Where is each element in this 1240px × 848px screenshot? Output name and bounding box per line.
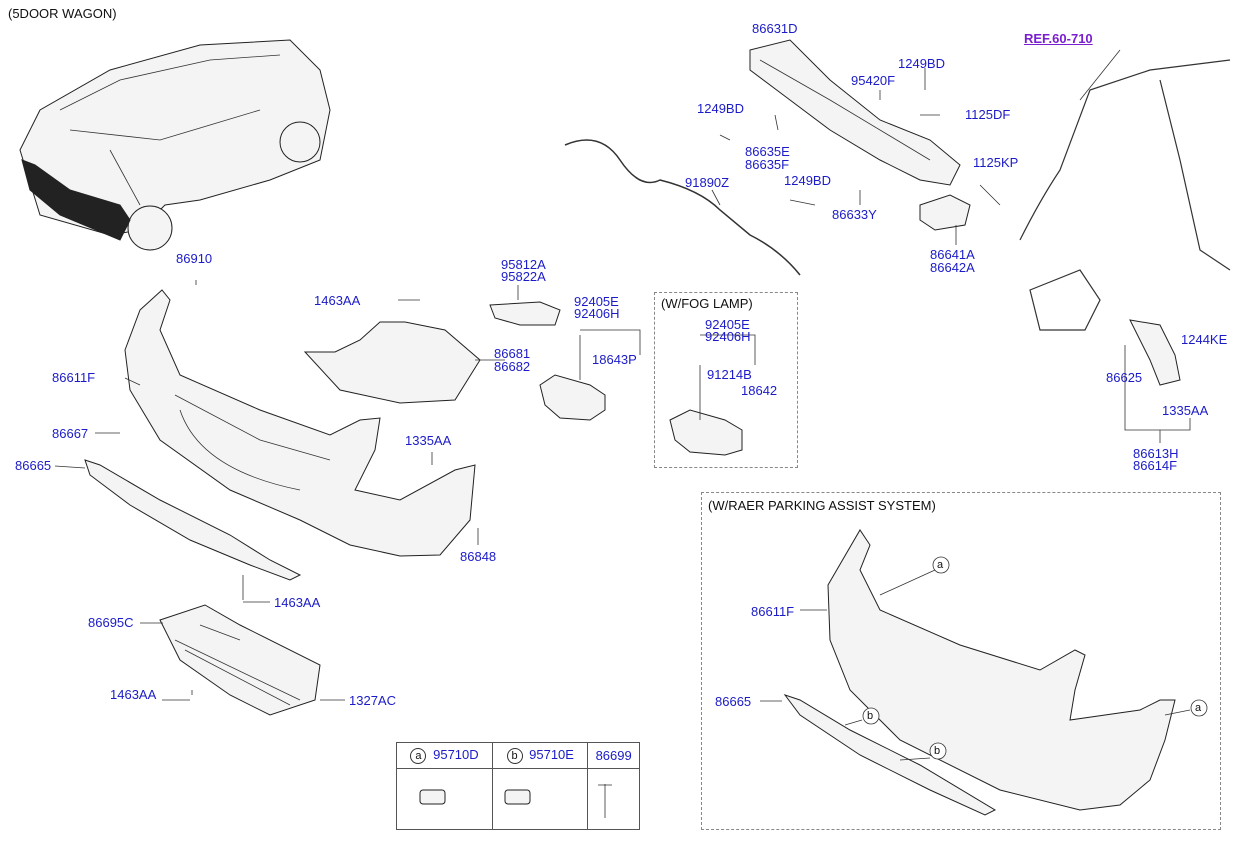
part-label[interactable]: 86625 [1106, 370, 1143, 385]
part-label[interactable]: 86665 [15, 458, 52, 473]
part-label[interactable]: 18643P [592, 352, 637, 367]
part-label[interactable]: 95420F [851, 73, 896, 88]
beam-drawing [749, 39, 961, 186]
part-label[interactable]: 86667 [52, 426, 89, 441]
part-label[interactable]: 95812A [501, 257, 546, 272]
part-label[interactable]: 91890Z [685, 175, 730, 190]
part-label[interactable]: 86682 [494, 359, 531, 374]
legend-key-a: a [410, 748, 427, 764]
callout-b: b [934, 745, 941, 757]
bolt-image [587, 768, 640, 830]
part-label[interactable]: 86695C [88, 615, 134, 630]
part-label[interactable]: 86611F [751, 604, 795, 619]
skid-plate-drawing [159, 604, 321, 716]
part-label[interactable]: 86631D [752, 21, 798, 36]
part-label[interactable]: 1249BD [898, 56, 945, 71]
part-label[interactable]: 86613H [1133, 446, 1179, 461]
legend-table: a 95710D b 95710E 86699 [395, 742, 640, 830]
legend-cell-b: b 95710E [492, 742, 589, 769]
part-label[interactable]: 86611F [52, 370, 96, 385]
part-label[interactable]: 18642 [741, 383, 778, 398]
part-label[interactable]: 92406H [574, 306, 620, 321]
part-label[interactable]: 1335AA [1162, 403, 1209, 418]
part-label[interactable]: 1125DF [965, 107, 1011, 122]
callout-a: a [937, 559, 944, 571]
part-label[interactable]: 86681 [494, 346, 531, 361]
parking-assist-section-title: (W/RAER PARKING ASSIST SYSTEM) [708, 498, 936, 513]
legend-key-b: b [506, 748, 523, 764]
legend-part-b[interactable]: 95710E [529, 747, 574, 762]
part-label[interactable]: 86614F [1133, 458, 1178, 473]
legend-cell-bolt: 86699 [587, 742, 640, 769]
part-label[interactable]: 86848 [460, 549, 497, 564]
legend-part-bolt[interactable]: 86699 [595, 748, 632, 763]
reference-link[interactable]: REF.60-710 [1024, 31, 1093, 46]
callout-b: b [867, 710, 874, 722]
sensor-b-image [492, 768, 589, 830]
part-label[interactable]: 86665 [715, 694, 752, 709]
part-label[interactable]: 92405E [705, 317, 750, 332]
part-label[interactable]: 91214B [707, 367, 752, 382]
part-label[interactable]: 86641A [930, 247, 975, 262]
part-label[interactable]: 86642A [930, 260, 975, 275]
part-label[interactable]: 1463AA [110, 687, 157, 702]
side-cover-drawing [303, 321, 481, 404]
part-label[interactable]: 86633Y [832, 207, 877, 222]
part-label[interactable]: 1327AC [349, 693, 396, 708]
part-label[interactable]: 92405E [574, 294, 619, 309]
part-label[interactable]: 86635F [745, 157, 790, 172]
part-label[interactable]: 1125KP [973, 155, 1019, 170]
car-illustration [19, 39, 331, 251]
lower-garnish-drawing [84, 459, 302, 581]
variant-title: (5DOOR WAGON) [8, 6, 117, 21]
wiring-harness-drawing [564, 139, 801, 276]
part-label[interactable]: 1244KE [1181, 332, 1228, 347]
sensor-a-image [395, 768, 494, 830]
fog-lamp-section-title: (W/FOG LAMP) [661, 296, 753, 311]
legend-cell-a: a 95710D [395, 742, 494, 769]
bumper-cover-drawing [124, 289, 476, 557]
part-label[interactable]: 1463AA [274, 595, 321, 610]
legend-part-a[interactable]: 95710D [433, 747, 479, 762]
part-label[interactable]: 1249BD [697, 101, 744, 116]
parking-assist-section-box [701, 492, 1221, 830]
part-label[interactable]: 1249BD [784, 173, 831, 188]
part-label[interactable]: 1335AA [405, 433, 452, 448]
fog-lamp-section-box [654, 292, 798, 468]
part-label[interactable]: 92406H [705, 329, 751, 344]
part-label[interactable]: 1463AA [314, 293, 361, 308]
callout-a: a [1195, 702, 1202, 714]
part-label[interactable]: 86635E [745, 144, 790, 159]
part-label[interactable]: 86910 [176, 251, 213, 266]
part-label[interactable]: 95822A [501, 269, 546, 284]
